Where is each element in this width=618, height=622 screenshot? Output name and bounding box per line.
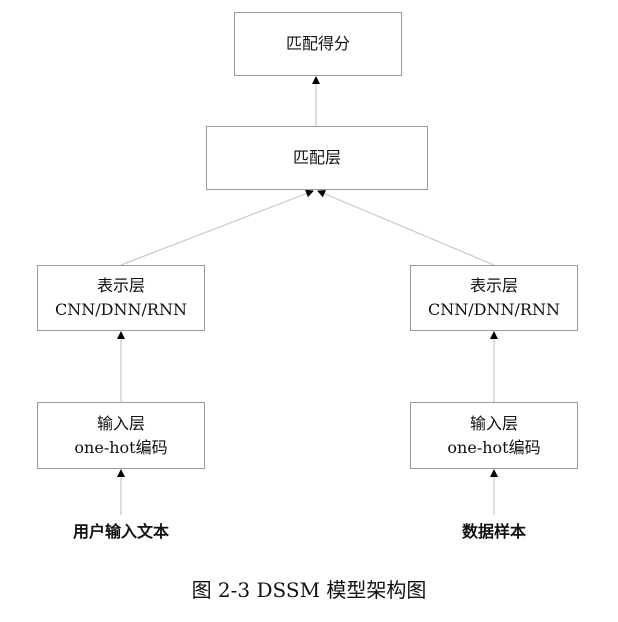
right-input-layer-box: 输入层 one-hot编码 xyxy=(410,402,578,469)
left-representation-layer-box: 表示层 CNN/DNN/RNN xyxy=(37,265,205,331)
left-source-label: 用户输入文本 xyxy=(72,522,169,541)
arrow-right-repr-to-match xyxy=(317,190,495,266)
left-representation-models: CNN/DNN/RNN xyxy=(55,300,187,319)
match-score-box: 匹配得分 xyxy=(234,12,402,76)
right-input-encoding: one-hot编码 xyxy=(447,437,541,457)
right-representation-title: 表示层 xyxy=(469,276,518,295)
figure-caption: 图 2-3 DSSM 模型架构图 xyxy=(191,578,427,602)
left-representation-title: 表示层 xyxy=(96,276,145,295)
left-input-layer-box: 输入层 one-hot编码 xyxy=(37,402,205,469)
left-input-title: 输入层 xyxy=(96,413,145,433)
arrow-left-repr-to-match xyxy=(120,189,314,266)
right-representation-models: CNN/DNN/RNN xyxy=(428,300,560,319)
match-score-label: 匹配得分 xyxy=(285,34,350,53)
right-representation-layer-box: 表示层 CNN/DNN/RNN xyxy=(410,265,578,331)
right-input-title: 输入层 xyxy=(469,413,518,433)
match-layer-box: 匹配层 xyxy=(206,126,428,190)
right-source-label: 数据样本 xyxy=(461,522,526,541)
match-layer-label: 匹配层 xyxy=(292,148,341,167)
left-input-encoding: one-hot编码 xyxy=(74,437,168,457)
